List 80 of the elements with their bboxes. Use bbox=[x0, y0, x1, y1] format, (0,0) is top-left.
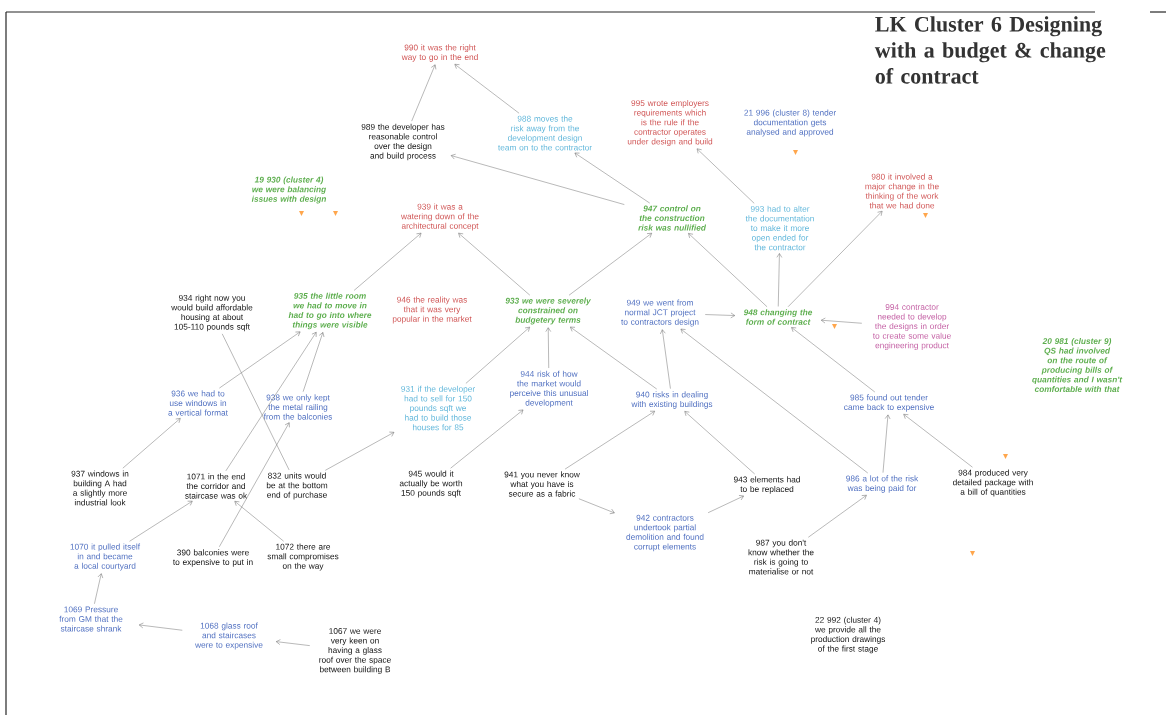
statement-text: 995 wrote employers requirements which is the rule if the contractor operates under design and build bbox=[627, 99, 713, 147]
statement-text: 935 the little room we had to move in had to go into where things were visible bbox=[288, 292, 372, 330]
statement-text: 939 it was a watering down of the architectural concept bbox=[401, 203, 479, 231]
statement-text: 938 we only kept the metal railing from the balconies bbox=[263, 394, 333, 420]
statement-text: 934 right now you would build affordable housing at about 105-110 pounds sqft bbox=[171, 294, 253, 332]
arrow bbox=[458, 232, 531, 296]
arrow bbox=[707, 495, 744, 513]
statement-text: 832 units would be at the bottom end of purchase bbox=[266, 472, 328, 500]
statement-text: 987 you don't know whether the risk is going to materialise or not bbox=[748, 539, 814, 575]
arrow bbox=[219, 422, 290, 547]
statement-text: 1071 in the end the corridor and staircase was ok bbox=[185, 473, 248, 499]
arrow bbox=[688, 233, 768, 307]
arrow bbox=[302, 332, 325, 392]
arrow bbox=[808, 495, 867, 538]
arrow bbox=[219, 331, 301, 389]
arrow bbox=[776, 253, 783, 307]
statement-text: 940 risks in dealing with existing buildings bbox=[631, 391, 713, 409]
arrow bbox=[325, 431, 395, 471]
arrow bbox=[568, 233, 652, 296]
arrow bbox=[122, 418, 181, 469]
arrow bbox=[903, 414, 973, 468]
statement-text: 390 balconies were to expensive to put in bbox=[173, 549, 253, 567]
arrow bbox=[94, 573, 104, 605]
statement-text: 948 changing the form of contract bbox=[743, 309, 813, 325]
statement-text: 1068 glass roof and staircases were to expensive bbox=[195, 622, 263, 650]
statement-text: 990 it was the right way to go in the end bbox=[401, 44, 478, 62]
arrow bbox=[660, 329, 671, 389]
statement-text: 21 996 (cluster 8) tender documentation gets analysed and approved bbox=[744, 109, 836, 137]
arrow bbox=[225, 331, 317, 472]
arrow bbox=[820, 317, 863, 324]
statement-text: 931 if the developer had to sell for 150 pounds sqft we had to build those houses for 85 bbox=[401, 385, 475, 431]
arrow bbox=[138, 622, 183, 631]
statement-text: 986 a lot of the risk was being paid for bbox=[846, 475, 919, 493]
statement-text: 936 we had to use windows in a vertical format bbox=[168, 390, 228, 416]
arrow bbox=[564, 410, 655, 470]
arrow bbox=[570, 326, 657, 390]
arrow bbox=[696, 148, 755, 204]
statement-text: 22 992 (cluster 4) we provide all the production drawings of the first stage bbox=[811, 616, 886, 654]
statement-text: 1070 it pulled itself in and became a local courtyard bbox=[70, 543, 141, 571]
statement-text: 20 981 (cluster 9) QS had involved on the route of producing bills of quantities and I wasn't comfortable with that bbox=[1032, 337, 1123, 393]
statement-text: 985 found out tender came back to expensive bbox=[844, 394, 934, 412]
statement-text: 942 contractors undertook partial demolition and found corrupt elements bbox=[626, 514, 704, 552]
arrow bbox=[684, 411, 755, 475]
arrow bbox=[791, 327, 876, 393]
arrow bbox=[454, 64, 520, 114]
arrow bbox=[882, 414, 891, 473]
statement-text: 1072 there are small compromises on the way bbox=[267, 543, 339, 571]
arrow bbox=[450, 409, 524, 469]
arrow bbox=[680, 328, 868, 474]
statement-text: 1067 we were very keen on having a glass roof over the space between building B bbox=[319, 628, 391, 674]
statement-text: 19 930 (cluster 4) we were balancing issues with design bbox=[251, 176, 326, 204]
statement-text: 941 you never know what you have is secure as a fabric bbox=[504, 471, 580, 497]
statement-text: 933 we were severely constrained on budgetery terms bbox=[505, 297, 591, 325]
arrow bbox=[411, 64, 437, 122]
arrow bbox=[578, 498, 615, 514]
statement-text: 993 had to alter the documentation to make it more open ended for the contractor bbox=[745, 205, 814, 251]
arrow bbox=[574, 152, 650, 204]
statement-text: 947 control on the construction risk was nullified bbox=[638, 205, 707, 231]
arrow bbox=[353, 232, 422, 291]
statement-text: 984 produced very detailed package with a bill of quantities bbox=[953, 469, 1033, 497]
arrow bbox=[450, 154, 625, 205]
arrow bbox=[234, 501, 284, 542]
statement-text: 989 the developer has reasonable control over the design and build process bbox=[361, 123, 445, 161]
statement-text: 988 moves the risk away from the development design team on to the contractor bbox=[498, 115, 592, 151]
statement-text: 1069 Pressure from GM that the staircase shrank bbox=[59, 606, 123, 632]
arrow bbox=[465, 326, 530, 384]
statement-text: 994 contractor needed to develop the designs in order to create some value engineering product bbox=[872, 304, 951, 350]
statement-text: 980 it involved a major change in the thinking of the work that we had done bbox=[865, 173, 939, 209]
arrow bbox=[275, 639, 311, 646]
statement-text: 945 would it actually be worth 150 pounds sqft bbox=[399, 470, 463, 498]
arrow bbox=[545, 327, 551, 369]
statement-text: 937 windows in building A had a slightly more industrial look bbox=[71, 470, 129, 506]
statement-text: 944 risk of how the market would perceive this unusual development bbox=[510, 370, 588, 408]
arrow bbox=[787, 210, 883, 307]
statement-text: 949 we went from normal JCT project to contractors design bbox=[621, 299, 699, 327]
statement-text: 946 the reality was that it was very popular in the market bbox=[392, 296, 472, 324]
statement-text: 943 elements had to be replaced bbox=[733, 476, 800, 494]
arrow bbox=[704, 312, 736, 319]
title: LK Cluster 6 Designing with a budget & change of contract bbox=[874, 16, 1106, 84]
arrow bbox=[129, 500, 193, 542]
